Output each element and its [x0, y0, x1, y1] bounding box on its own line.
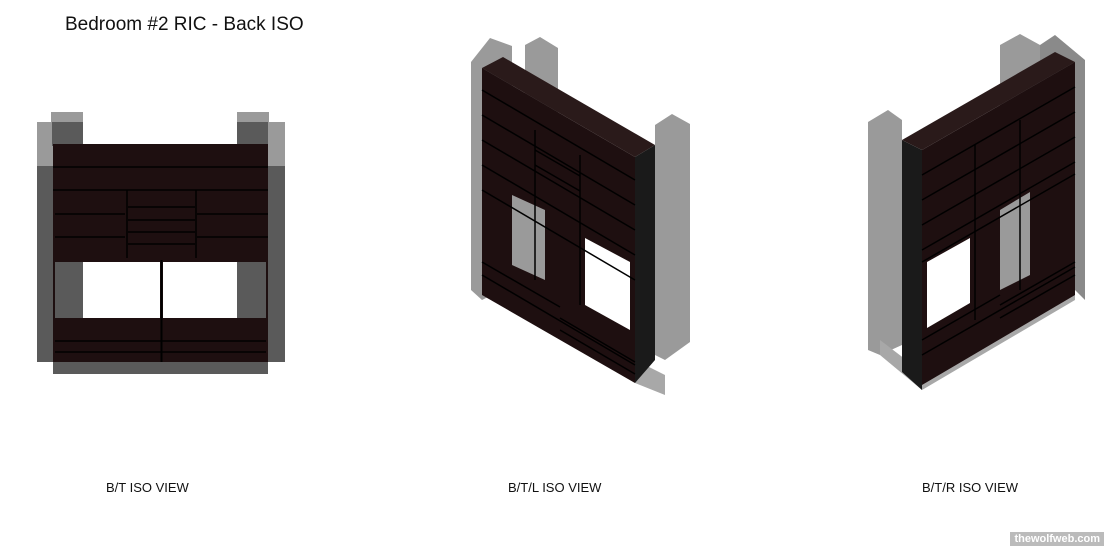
btl-iso-view-drawing: [471, 37, 690, 395]
view-label-btl-iso: B/T/L ISO VIEW: [508, 480, 602, 495]
view-label-btr-iso: B/T/R ISO VIEW: [922, 480, 1019, 495]
view-label-bt-iso: B/T ISO VIEW: [106, 480, 189, 495]
watermark: thewolfweb.com: [1010, 532, 1104, 546]
bt-iso-view-drawing: [37, 112, 285, 374]
drawing-title: Bedroom #2 RIC - Back ISO: [65, 14, 304, 35]
btr-iso-view-drawing: [868, 34, 1085, 390]
